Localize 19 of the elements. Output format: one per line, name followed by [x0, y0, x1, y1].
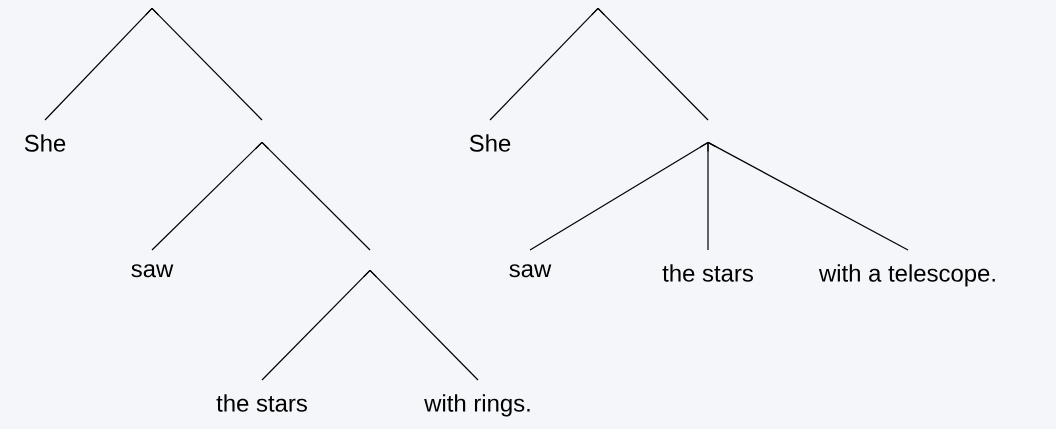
word-label: saw — [509, 264, 552, 278]
word-label: with a telescope. — [818, 264, 995, 287]
word-label: the stars — [216, 394, 307, 412]
tree-branch — [489, 7, 599, 121]
word-label: with rings. — [424, 394, 530, 417]
word-label: the stars — [662, 264, 753, 282]
tree-branch — [151, 141, 263, 251]
tree-branch — [369, 269, 479, 381]
tree-branch — [707, 141, 909, 251]
word-label: saw — [131, 264, 174, 278]
tree-branch — [151, 7, 263, 121]
tree-branch — [261, 269, 371, 381]
tree-branch — [261, 141, 371, 251]
word-label: She — [24, 134, 66, 152]
tree-branch — [44, 7, 153, 121]
tree-branch — [707, 141, 709, 251]
tree-branch — [529, 141, 709, 251]
tree-branch — [597, 7, 709, 121]
word-label: She — [469, 134, 511, 152]
